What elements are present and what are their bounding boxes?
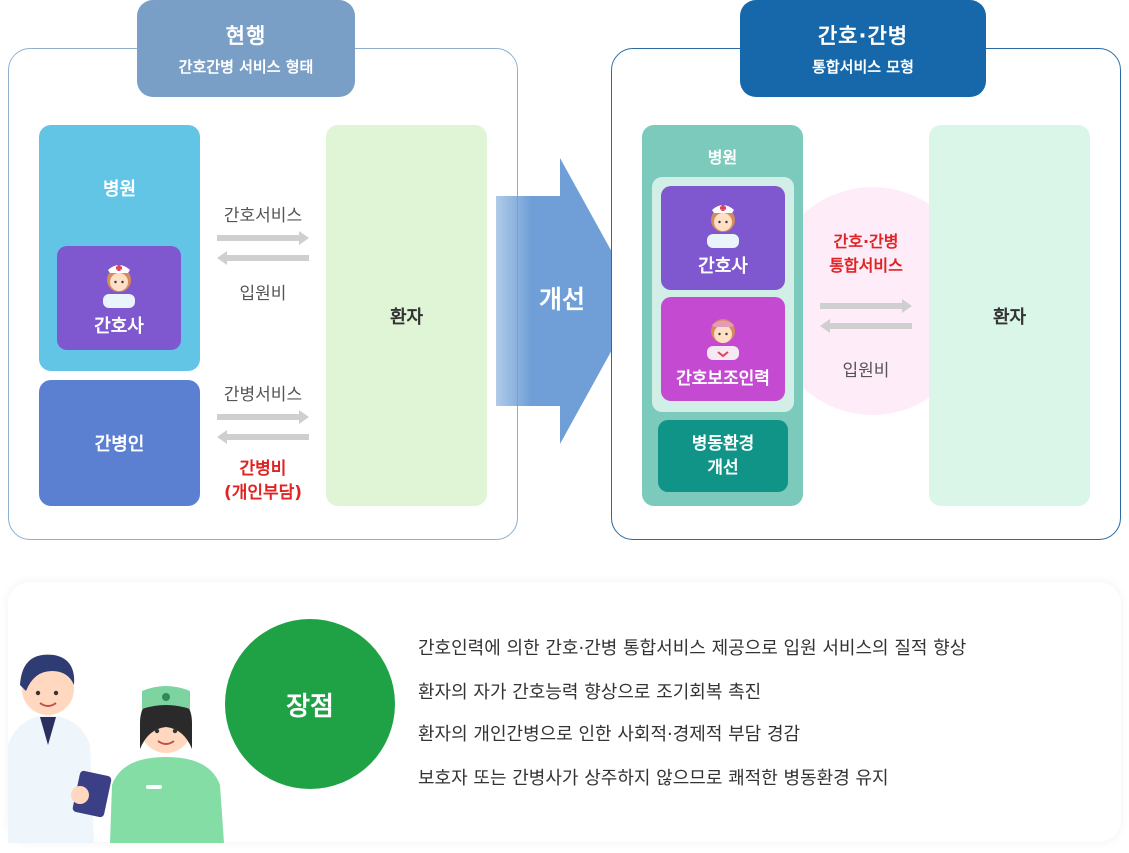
caregiving-fee-note: (개인부담): [223, 483, 303, 503]
ward-improvement-line1: 병동환경: [691, 434, 755, 454]
integrated-service-arrows: [820, 299, 912, 333]
patient-box-left: 환자: [326, 125, 487, 506]
nurse-label-right: 간호사: [698, 256, 748, 277]
integrated-model-title: 간호·간병: [817, 24, 909, 48]
nursing-service-label: 간호서비스: [223, 206, 303, 226]
integrated-service-line2: 통합서비스: [829, 256, 903, 275]
nurse-box-left: 간호사: [57, 246, 181, 350]
hospital-fee-label-right: 입원비: [842, 361, 890, 381]
caregiving-fee-text: 간병비: [239, 459, 287, 479]
nurse-box-right: 간호사: [661, 186, 785, 290]
nurse-label-left: 간호사: [94, 316, 144, 337]
merit-item-1: 간호인력에 의한 간호·간병 통합서비스 제공으로 입원 서비스의 질적 향상: [418, 638, 967, 659]
current-model-subtitle: 간호간병 서비스 형태: [178, 58, 314, 76]
integrated-model-tab: 간호·간병 통합서비스 모형: [740, 0, 986, 97]
improve-arrow-icon: [496, 158, 639, 444]
merit-item-3: 환자의 개인간병으로 인한 사회적·경제적 부담 경감: [418, 724, 801, 745]
integrated-service-line1: 간호·간병: [833, 232, 899, 251]
improve-label: 개선: [538, 285, 585, 314]
integrated-model-subtitle: 통합서비스 모형: [812, 58, 914, 76]
nurse-icon: [707, 205, 739, 248]
nursing-assistant-icon: [707, 318, 739, 360]
caregiving-fee-label: 간병비 (개인부담): [200, 457, 326, 505]
nursing-assistant-box: 간호보조인력: [661, 297, 785, 401]
merits-title-circle: 장점: [225, 619, 395, 789]
integrated-service-label: 간호·간병 통합서비스: [800, 230, 932, 278]
hospital-label-left: 병원: [102, 179, 137, 200]
ward-improvement-line2: 개선: [707, 458, 739, 478]
merit-item-4: 보호자 또는 간병사가 상주하지 않으므로 쾌적한 병동환경 유지: [418, 768, 889, 789]
medical-staff-illustration: [8, 654, 224, 843]
caregiving-service-label: 간병서비스: [223, 385, 303, 405]
hospital-fee-label-left: 입원비: [239, 284, 287, 304]
hospital-label-right: 병원: [707, 148, 738, 167]
nursing-service-arrows: [217, 231, 309, 265]
current-model-tab: 현행 간호간병 서비스 형태: [137, 0, 355, 97]
merit-item-2: 환자의 자가 간호능력 향상으로 조기회복 촉진: [418, 682, 762, 703]
caregiver-box: 간병인: [39, 380, 200, 506]
nurse-icon: [103, 265, 135, 308]
caregiving-service-arrows: [217, 410, 309, 444]
nursing-assistant-label: 간호보조인력: [676, 368, 770, 389]
patient-box-right: 환자: [929, 125, 1090, 506]
ward-improvement-box: 병동환경 개선: [658, 420, 788, 492]
current-model-title: 현행: [225, 24, 267, 48]
